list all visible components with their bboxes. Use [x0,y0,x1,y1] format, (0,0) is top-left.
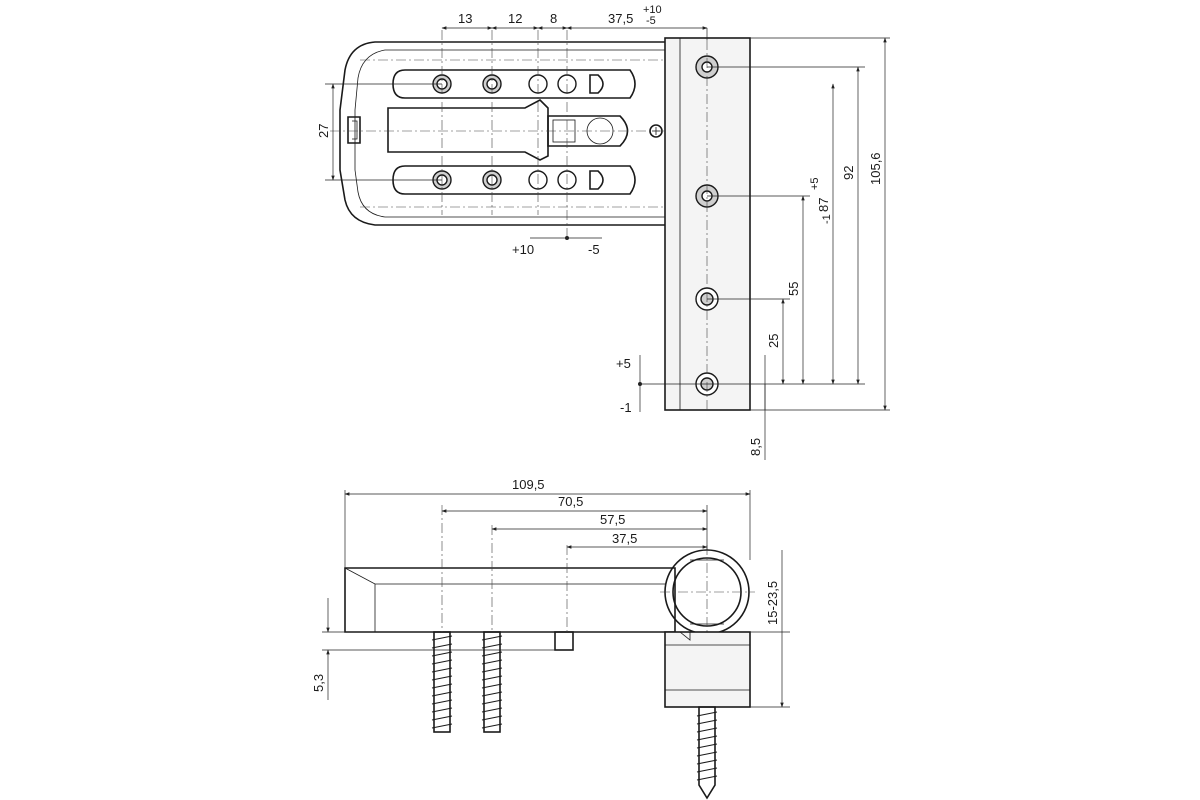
v-plus: +5 [616,356,631,371]
hinge-body-side [344,545,755,708]
dim-87: 87 [816,198,831,212]
dim-8: 8 [550,11,557,26]
screw-bottom [696,706,718,800]
dim-27: 27 [316,124,331,138]
dim-37-5-side: 37,5 [612,531,637,546]
dim-12: 12 [508,11,522,26]
hinge-body-top [330,41,680,226]
v-minus: -1 [620,400,632,415]
adj-minus: -5 [588,242,600,257]
dim-92: 92 [841,166,856,180]
dim-55: 55 [786,282,801,296]
dim-109-5: 109,5 [512,477,545,492]
top-dimensions: 13 12 8 37,5 +10 -5 [441,4,708,40]
dim-25: 25 [766,334,781,348]
dim-57-5: 57,5 [600,512,625,527]
dim-87-tol-plus: +5 [809,177,821,190]
adjust-horizontal: +10 -5 [512,236,602,257]
dim-5-3: 5,3 [311,674,326,692]
screw-left-1 [431,631,453,733]
side-view: 109,5 70,5 57,5 37,5 15-23,5 5,3 [311,477,790,800]
mounting-plate [664,37,751,411]
top-view: 13 12 8 37,5 +10 -5 27 +10 -5 [316,4,890,460]
dim-15-23-5: 15-23,5 [765,581,780,625]
top-holes-lower [432,170,604,190]
adjust-vertical: +5 -1 [616,355,707,415]
dim-37-5-tol-plus: +10 [643,4,662,16]
adj-plus: +10 [512,242,534,257]
right-dimensions: 105,6 92 87 +5 -1 55 25 8,5 [707,37,890,460]
dim-13: 13 [458,11,472,26]
top-holes-upper [432,74,604,94]
dim-70-5: 70,5 [558,494,583,509]
dim-37-5-tol-minus: -5 [646,15,656,27]
side-dimensions: 109,5 70,5 57,5 37,5 15-23,5 5,3 [311,477,790,708]
screw-left-2 [481,631,503,733]
dim-27-group: 27 [316,83,442,181]
dim-8-5: 8,5 [748,438,763,456]
dim-105-6: 105,6 [868,152,883,185]
dim-87-tol-minus: -1 [821,214,833,224]
dim-37-5: 37,5 [608,11,633,26]
